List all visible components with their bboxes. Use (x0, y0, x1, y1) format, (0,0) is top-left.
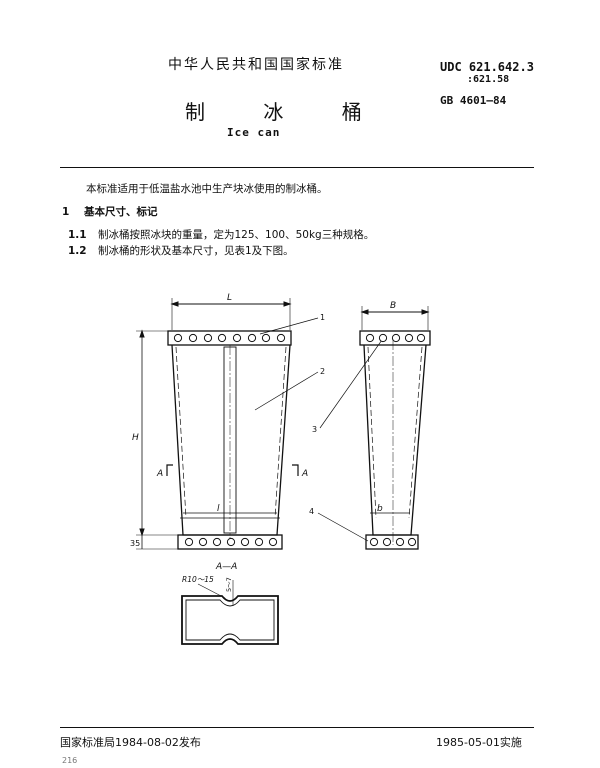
hole (382, 537, 392, 547)
dim-B-arrow-right (421, 309, 430, 315)
dim-35-label: 35 (130, 539, 140, 548)
side-inner-left (367, 346, 377, 519)
hole (416, 333, 426, 343)
dim-H-label: H (132, 433, 139, 443)
dim-l-label: l (217, 504, 220, 514)
header-rule (60, 167, 534, 168)
hole (184, 537, 194, 547)
hole (276, 333, 286, 343)
front-body-outline (171, 344, 291, 536)
hole (198, 537, 208, 547)
front-inner-left (175, 346, 187, 519)
side-top-flange (359, 330, 431, 346)
clause-1-1: 1.1 制冰桶按照冰块的重量，定为125、100、50kg三种规格。 (68, 227, 374, 242)
radius-leader (197, 583, 226, 599)
hole (365, 333, 375, 343)
callout-3-leader (319, 336, 385, 429)
clause-1-2: 1.2 制冰桶的形状及基本尺寸，见表1及下图。 (68, 243, 294, 258)
clause-1-2-text: 制冰桶的形状及基本尺寸，见表1及下图。 (98, 245, 294, 257)
issue-date: 国家标准局1984-08-02发布 (60, 736, 201, 749)
radius-label: R10～15 (182, 575, 214, 584)
hole (407, 537, 417, 547)
dim-b-label: b (377, 504, 383, 514)
dim-H-arrow-bottom (139, 528, 145, 537)
hole (369, 537, 379, 547)
footer-rule (60, 727, 534, 728)
callout-2-label: 2 (320, 367, 325, 376)
hole (203, 333, 213, 343)
clause-1-1-number: 1.1 (68, 229, 87, 241)
thickness-label: 5～7 (225, 577, 233, 592)
front-bottom-holes (184, 537, 278, 547)
hole (212, 537, 222, 547)
dim-L-arrow-right (283, 301, 292, 307)
hole (378, 333, 388, 343)
page-number: 216 (62, 756, 78, 765)
section-1-heading: 1 基本尺寸、标记 (62, 204, 158, 219)
document-title: 制 冰 桶 (185, 100, 388, 124)
hole (404, 333, 414, 343)
dim-B-arrow-left (360, 309, 369, 315)
udc-code-sub: :621.58 (467, 74, 510, 85)
hole (217, 333, 227, 343)
section-outer-profile (181, 595, 279, 645)
scope-paragraph: 本标准适用于低温盐水池中生产块冰使用的制冰桶。 (86, 183, 328, 195)
hole (240, 537, 250, 547)
section-1-number: 1 (62, 206, 70, 218)
section-mark-left-label: A (156, 469, 163, 479)
front-top-holes (173, 333, 286, 343)
hole (188, 333, 198, 343)
clause-1-2-number: 1.2 (68, 245, 87, 257)
hole (232, 333, 242, 343)
hole (268, 537, 278, 547)
side-bottom-holes (369, 537, 417, 547)
effective-date: 1985-05-01实施 (436, 736, 522, 749)
section-1-title: 基本尺寸、标记 (84, 206, 158, 218)
callout-1-label: 1 (320, 313, 325, 322)
callout-4-label: 4 (309, 507, 314, 516)
hole (226, 537, 236, 547)
hole (261, 333, 271, 343)
gb-code: GB 4601—84 (440, 94, 507, 107)
front-inner-right (274, 346, 287, 519)
clause-1-1-text: 制冰桶按照冰块的重量，定为125、100、50kg三种规格。 (98, 229, 375, 241)
document-title-english: Ice can (227, 126, 281, 139)
hole (173, 333, 183, 343)
dim-B-label: B (390, 301, 396, 311)
hole (254, 537, 264, 547)
callout-1-leader (259, 317, 319, 335)
callout-3-label: 3 (312, 425, 317, 434)
side-body-outline (363, 344, 427, 536)
hole (395, 537, 405, 547)
section-mark-left-bracket (166, 464, 173, 476)
hole (247, 333, 257, 343)
section-title: A—A (215, 562, 237, 572)
section-mark-right-bracket (292, 464, 299, 476)
dim-L-arrow-left (170, 301, 179, 307)
standard-type: 中华人民共和国国家标准 (168, 57, 344, 73)
callout-2-leader (254, 371, 319, 411)
section-mark-right-label: A (301, 469, 308, 479)
dim-H-arrow-top (139, 329, 145, 338)
callout-4-leader (317, 512, 369, 542)
side-top-holes (365, 333, 426, 343)
front-top-flange (167, 330, 292, 346)
section-inner-profile (185, 599, 275, 641)
udc-code: UDC 621.642.3 (440, 60, 534, 74)
hole (391, 333, 401, 343)
side-inner-right (408, 346, 423, 519)
dim-L-label: L (227, 293, 232, 303)
